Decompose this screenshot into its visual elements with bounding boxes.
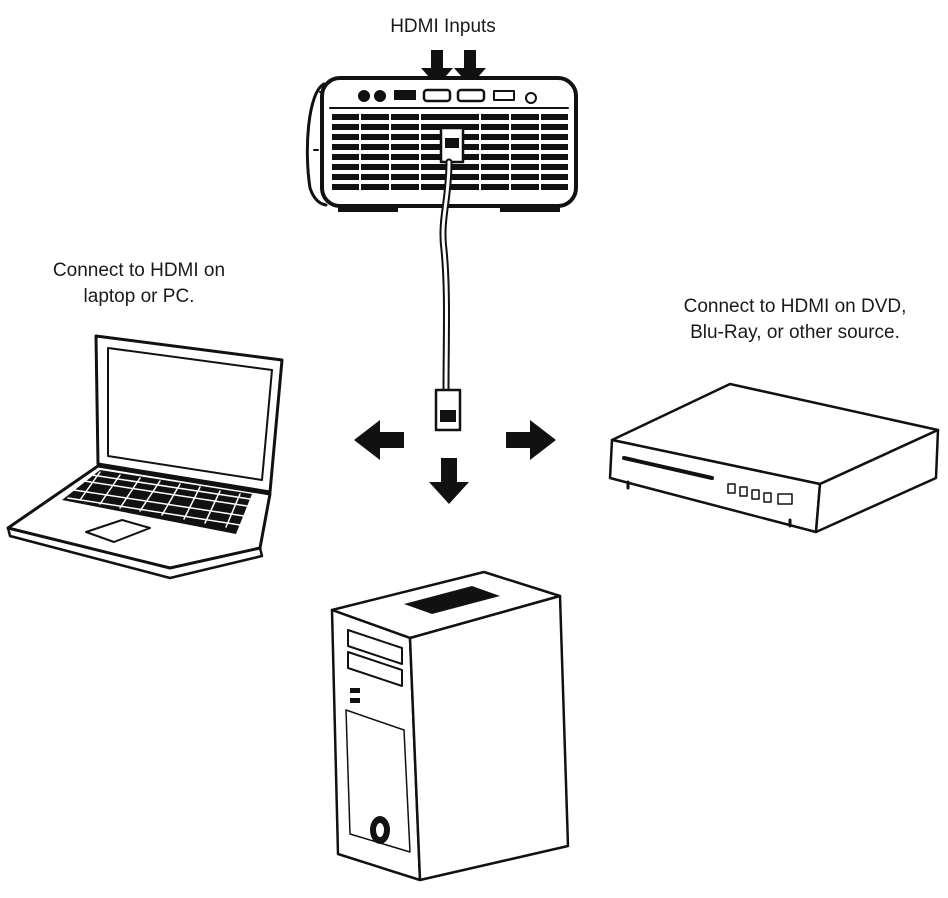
arrow-down-icon [429, 458, 469, 504]
dvd-caption: Connect to HDMI on DVD, Blu-Ray, or othe… [650, 294, 940, 346]
dvd-caption-line1: Connect to HDMI on DVD, [683, 296, 907, 317]
arrow-right-icon [506, 420, 556, 460]
laptop-icon [6, 334, 284, 580]
dvd-caption-line2: Blu-Ray, or other source. [690, 322, 900, 343]
dvd-player-icon [608, 382, 940, 534]
desktop-tower-icon [330, 570, 570, 882]
laptop-caption-line1: Connect to HDMI on [52, 260, 226, 281]
hdmi-inputs-label: HDMI Inputs [390, 16, 496, 37]
laptop-caption-line2: laptop or PC. [83, 286, 195, 307]
direction-arrows [354, 420, 556, 504]
arrow-left-icon [354, 420, 404, 460]
laptop-caption: Connect to HDMI on laptop or PC. [14, 258, 264, 310]
hdmi-cable-icon [434, 126, 465, 432]
